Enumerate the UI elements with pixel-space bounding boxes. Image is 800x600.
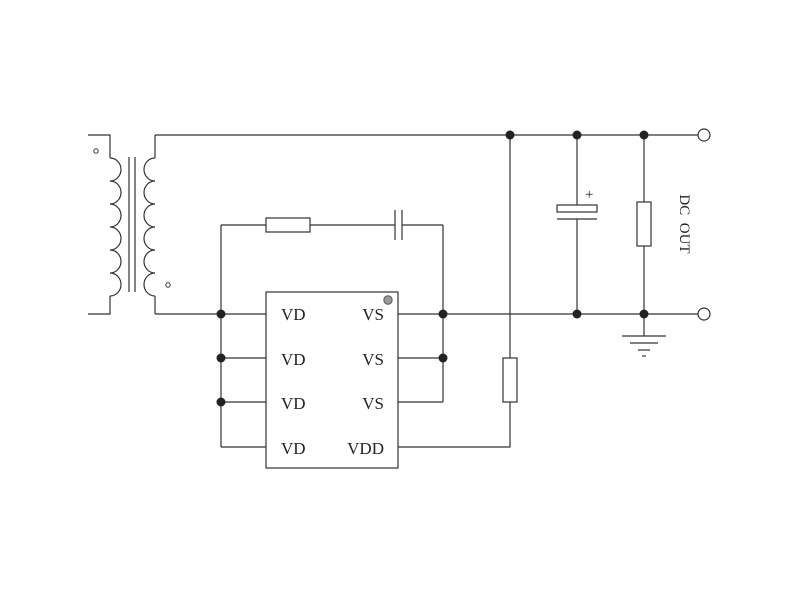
junction-dot	[505, 130, 515, 140]
secondary-coil	[143, 157, 156, 297]
transformer	[88, 134, 171, 315]
output-terminal-bottom	[697, 307, 711, 321]
vdd-feed-wire-bottom	[398, 402, 511, 448]
junction-dot	[438, 309, 448, 319]
ground-icon	[622, 314, 666, 357]
primary-polarity-dot	[93, 148, 99, 154]
primary-lead-bottom	[88, 296, 111, 315]
vdd-resistor	[502, 357, 518, 403]
junction-dot	[216, 353, 226, 363]
chip-pin-vs-3: VS	[362, 394, 384, 413]
load-resistor	[636, 201, 652, 247]
output-terminal-top	[697, 128, 711, 142]
junction-dot	[216, 397, 226, 407]
chip-pin-vs-1: VS	[362, 305, 384, 324]
chip-pin1-marker	[383, 295, 393, 305]
secondary-polarity-dot	[165, 282, 171, 288]
primary-lead-top	[88, 134, 111, 158]
chip-pin-vs-2: VS	[362, 350, 384, 369]
dc-out-label: DC OUT	[676, 194, 692, 253]
junction-dot	[438, 353, 448, 363]
primary-coil	[109, 157, 122, 297]
chip-pin-vd-4: VD	[281, 439, 306, 458]
chip: VD VD VD VD VS VS VS VDD	[265, 291, 399, 469]
chip-body	[265, 291, 399, 469]
capacitor-polarity-label: +	[585, 187, 593, 203]
chip-pin-vdd: VDD	[347, 439, 384, 458]
snubber-resistor	[265, 217, 311, 233]
junction-dot	[216, 309, 226, 319]
junction-dot	[639, 309, 649, 319]
junction-dot	[639, 130, 649, 140]
output-cap-plate-positive	[556, 204, 598, 213]
chip-pin-vd-3: VD	[281, 394, 306, 413]
chip-pin-vd-2: VD	[281, 350, 306, 369]
junction-dot	[572, 130, 582, 140]
chip-pin-vd-1: VD	[281, 305, 306, 324]
junction-dot	[572, 309, 582, 319]
